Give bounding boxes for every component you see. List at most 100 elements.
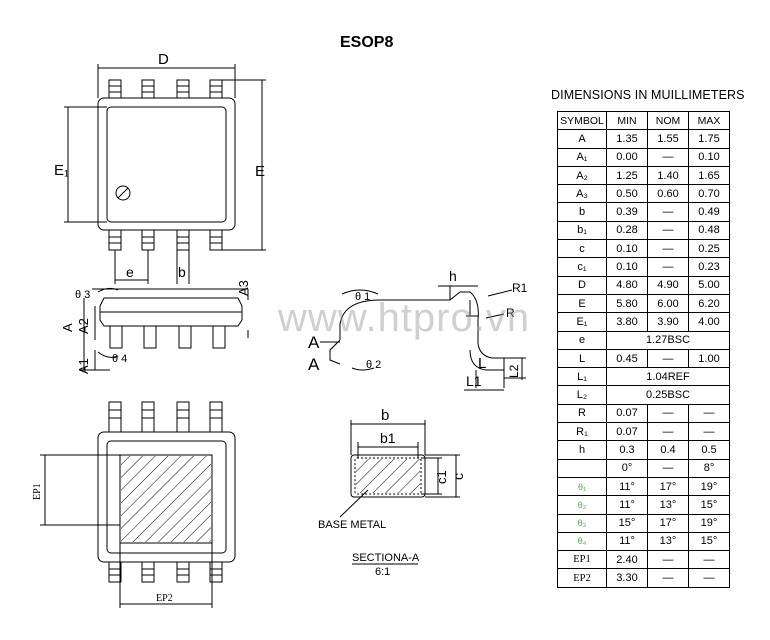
cell-symbol: θ₁ [557,476,607,497]
label-sec-b: b [381,407,389,424]
cell-symbol: e [557,330,607,350]
label-e: e [126,264,134,280]
label-theta1: θ 1 [355,291,370,303]
label-section: SECTIONA-A [352,552,420,564]
cell-min: 0.00 [606,147,648,167]
cell-min: 0.50 [606,184,648,204]
cell-symbol: R [557,403,607,424]
cell-max: 15° [688,531,730,552]
cell-symbol: A [557,129,607,149]
cell-symbol: E [557,293,607,314]
label-EP2: EP2 [156,593,173,604]
section-aa [339,420,460,565]
cell-max: 15° [688,495,730,515]
cell-nom: 1.40 [647,165,689,186]
cell-max: 0.49 [688,202,730,222]
cell-nom: — [647,202,689,222]
cell-nom: 3.90 [647,312,689,332]
cell-symbol: EP2 [557,568,607,588]
bottom-view [40,401,236,608]
cell-symbol: θ₄ [557,531,607,552]
cell-symbol: A₂ [557,165,607,186]
label-EP1: EP1 [32,483,43,500]
cell-max: 4.00 [688,312,730,332]
cell-symbol: D [557,275,607,295]
cell-nom: 0.60 [647,184,689,204]
cell-max: — [688,550,730,570]
cell-nom: — [647,422,689,442]
cell-nom: — [647,550,689,570]
cell-symbol: b₁ [557,220,607,241]
cell-nom: 13° [647,531,689,552]
cell-nom: — [647,257,689,277]
lead-detail [320,285,526,391]
label-sec-b1: b1 [380,430,396,446]
cell-min: 11° [606,531,648,552]
cell-nom: 17° [647,476,689,497]
cell-nom: 1.55 [647,129,689,149]
side-view [80,287,249,371]
cell-symbol: A₁ [557,147,607,167]
watermark: www.htpro.vn [278,296,531,340]
cell-value: 1.04REF [606,367,730,387]
label-R: R [506,306,515,320]
label-L1: L1 [466,373,482,389]
cell-symbol: θ₂ [557,495,607,515]
cell-min: 0.45 [606,348,648,369]
label-h: h [449,268,457,284]
package-title: ESOP8 [340,34,394,51]
cell-value: 0.25BSC [606,385,730,405]
label-A1: A1 [76,358,91,374]
base-metal-hatch [356,459,420,493]
cell-nom: 4.90 [647,275,689,295]
cell-min: 3.80 [606,312,648,332]
cell-min: 1.35 [606,129,648,149]
cell-nom: — [647,403,689,424]
cell-nom: 6.00 [647,293,689,314]
label-b: b [178,264,186,280]
cell-max: — [688,422,730,442]
label-L2: L2 [507,364,521,378]
cell-max: 1.65 [688,165,730,186]
cell-symbol: EP1 [557,550,607,570]
cell-min: 4.80 [606,275,648,295]
cell-symbol: b [557,202,607,222]
cell-min: 0° [606,458,648,478]
cell-symbol: L₂ [557,385,607,405]
cell-nom: — [647,239,689,259]
cell-max: 0.10 [688,147,730,167]
cell-symbol: E₁ [557,312,607,332]
col-nom: NOM [647,110,689,131]
label-A: A [60,323,75,332]
label-A3: A3 [236,280,251,296]
table-header-row: SYMBOL MIN NOM MAX [557,110,730,131]
cell-min: 0.07 [606,422,648,442]
cell-max: 19° [688,513,730,533]
cell-min: 3.30 [606,568,648,588]
table-row: 0°—8° [557,458,730,478]
col-symbol: SYMBOL [557,110,607,131]
cell-nom: — [647,348,689,369]
col-min: MIN [606,110,648,131]
cell-max: — [688,403,730,424]
label-A2: A2 [76,318,91,334]
cell-min: 0.07 [606,403,648,424]
